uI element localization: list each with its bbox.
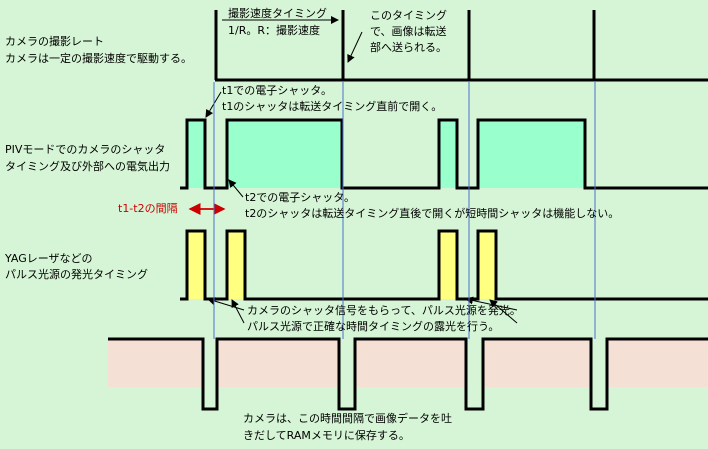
- pulse-pointer-arrow: [489, 299, 518, 324]
- pulse-signal: [180, 229, 708, 301]
- pulse-bar: [439, 231, 457, 299]
- memory-waveform: [108, 337, 708, 411]
- memory-block: [217, 339, 339, 387]
- transfer-timing-label-3: 部へ送られる。: [370, 41, 447, 54]
- memory-signal: [108, 337, 708, 411]
- transfer-timing-label-2: で、画像は転送: [370, 25, 447, 38]
- t1-shutter-label-1: t1での電子シャッタ。: [222, 84, 332, 97]
- piv-mode-label-1: PIVモードでのカメラのシャッタ: [5, 143, 166, 156]
- shutter-pulse-t1: [439, 120, 457, 188]
- shutter-pulse-t1: [187, 120, 205, 188]
- yag-laser-label-1: YAGレーザなどの: [5, 252, 93, 265]
- camera-rate-signal: [214, 10, 708, 82]
- t2-shutter-label-1: t2での電子シャッタ。: [245, 191, 355, 204]
- shooting-speed-label-1: 撮影速度タイミング: [228, 7, 327, 20]
- memory-transfer-label-1: カメラは、この時間間隔で画像データを吐: [243, 412, 452, 425]
- shutter-pulse-t2: [227, 120, 342, 188]
- transfer-timing-arrow: [347, 31, 363, 63]
- shutter-signal: [180, 118, 708, 190]
- pulse-pointer-arrow: [207, 297, 245, 311]
- pulse-pointer-arrow: [231, 299, 245, 324]
- pulse-sync-label-2: パルス光源で正確な時間タイミングの露光を行う。: [247, 320, 500, 333]
- t2-shutter-label-2: t2のシャッタは転送タイミング直後で開くが短時間シャッタは機能しない。: [245, 207, 620, 220]
- t1-shutter-label-2: t1のシャッタは転送タイミング直前で開く。: [222, 100, 443, 113]
- pulse-bar: [478, 231, 496, 299]
- memory-block: [483, 339, 591, 387]
- camera-rate-label-2: カメラは一定の撮影速度で駆動する。: [5, 52, 192, 65]
- shutter-waveform: [180, 118, 708, 190]
- camera-rate-label-1: カメラの撮影レート: [5, 35, 104, 48]
- pulse-bar: [227, 231, 245, 299]
- memory-block: [607, 339, 708, 387]
- memory-transfer-label-2: きだしてRAMメモリに保存する。: [243, 429, 410, 442]
- pulse-bar: [187, 231, 205, 299]
- shutter-pulse-t2: [478, 120, 585, 188]
- piv-mode-label-2: タイミング及び外部への電気出力: [5, 160, 170, 173]
- memory-block: [355, 339, 466, 387]
- interval-label: t1-t2の間隔: [118, 202, 178, 215]
- shooting-speed-label-2: 1/R。R：撮影速度: [228, 24, 320, 37]
- yag-laser-label-2: パルス光源の発光タイミング: [5, 268, 148, 281]
- pulse-sync-label-1: カメラのシャッタ信号をもらって、パルス光源を発光。: [247, 304, 521, 317]
- pulse-waveform: [180, 229, 708, 301]
- memory-block: [108, 339, 203, 387]
- transfer-timing-label-1: このタイミング: [370, 9, 447, 22]
- sync-guides: [213, 82, 596, 339]
- t2-pointer-arrow: [228, 179, 244, 198]
